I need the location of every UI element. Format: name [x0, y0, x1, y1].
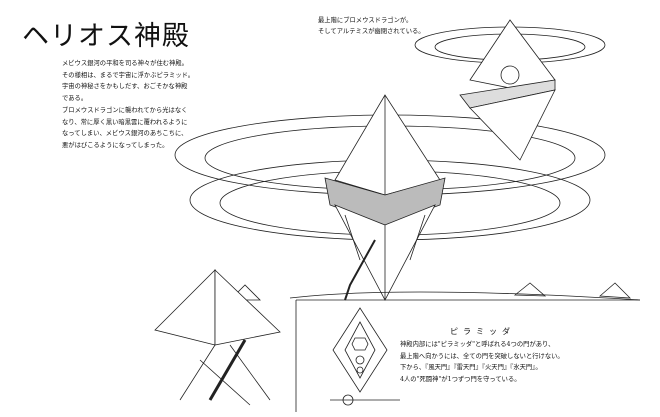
- top-floor-note: 最上階にブロメウスドラゴンが。 そしてアルテミスが幽閉されている。: [318, 15, 425, 37]
- pyramidda-line: 神殿内部には"ピラミッダ"と呼ばれる4つの門があり、: [400, 341, 555, 348]
- pyramidda-line: 4人の"死闘神"が1つずつ門を守っている。: [400, 375, 521, 383]
- pyramidda-title: ピラミッダ: [450, 327, 515, 336]
- pyramidda-line: 下から、『風天門』『雷天門』『火天門』『氷天門』。: [400, 364, 542, 371]
- note-line: 最上階にブロメウスドラゴンが。: [318, 17, 413, 24]
- description-line: 宇宙の神秘さをかもしだす、おごそかな神殿: [62, 83, 188, 91]
- main-temple: [324, 94, 446, 301]
- description-line: 悪がはびこるようになってしまった。: [62, 141, 169, 149]
- description-line: なり、常に厚く黒い暗黒雲に覆われるように: [62, 118, 188, 126]
- description-line: ブロメウスドラゴンに襲われてから光はなく: [62, 106, 188, 114]
- upper-floor-inset: [459, 19, 556, 161]
- horizon-pyramids: [229, 282, 641, 301]
- description-line: である。: [62, 95, 88, 103]
- description-line: なってしまい、メビウス銀河のあちこちに、: [62, 130, 188, 138]
- description-line: その様相は、まるで宇宙に浮かぶピラミッド。: [62, 71, 195, 79]
- description-line: メビウス銀河の平和を司る神々が住む神殿。: [62, 60, 188, 67]
- pyramidda-diagram: [295, 299, 640, 412]
- page-title: ヘリオス神殿: [22, 21, 190, 52]
- temple-description: メビウス銀河の平和を司る神々が住む神殿。 その様相は、まるで宇宙に浮かぶピラミッ…: [62, 58, 212, 152]
- pyramidda-description: 神殿内部には"ピラミッダ"と呼ばれる4つの門があり、 最上階へ向かうには、全ての…: [400, 339, 564, 385]
- stair-cutaway: [154, 269, 281, 406]
- note-line: そしてアルテミスが幽閉されている。: [318, 28, 425, 35]
- pyramidda-line: 最上階へ向かうには、全ての門を突破しないと行けない。: [400, 352, 564, 360]
